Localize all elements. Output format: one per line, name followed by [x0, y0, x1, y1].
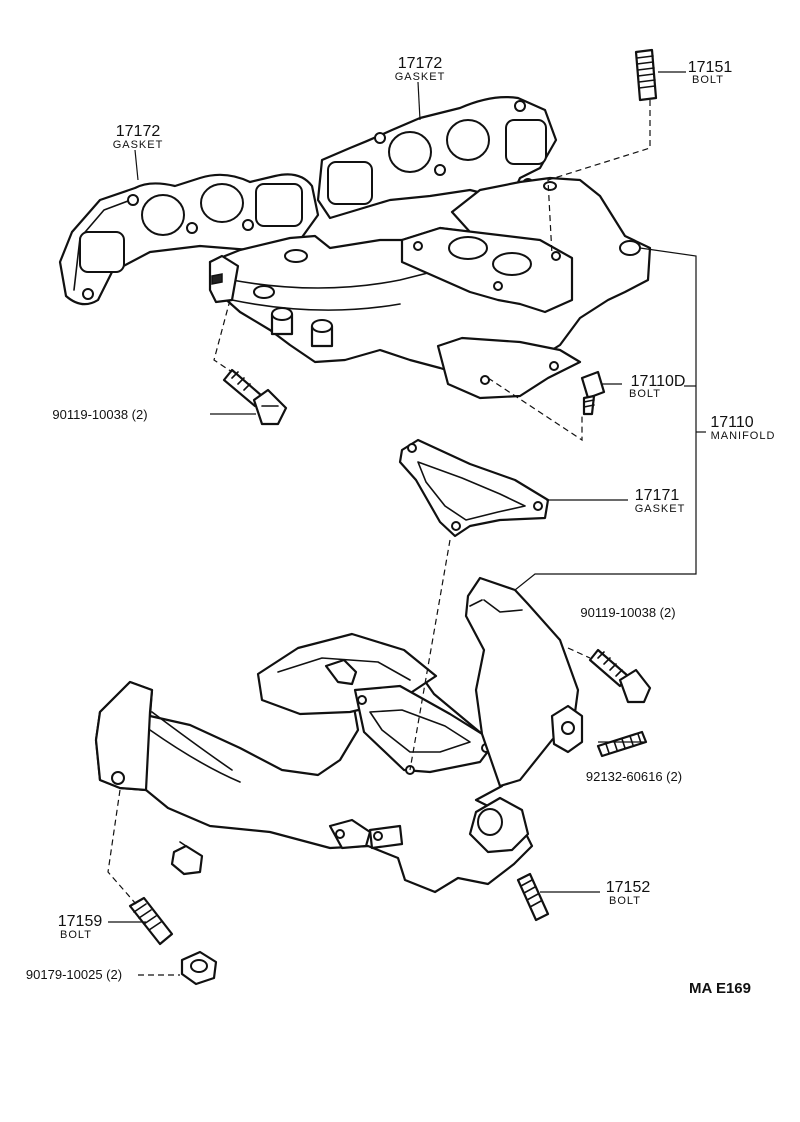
callout-stud-exhaust-right-number: 92132-60616 (2)	[586, 769, 682, 784]
stud-17152-drawing	[516, 872, 550, 922]
nut-bottom-drawing	[180, 950, 218, 986]
stud-exhaust-right-drawing	[596, 730, 648, 758]
callout-stud-17159-name: BOLT	[60, 929, 92, 941]
callout-stud-17159-number: 17159	[58, 913, 103, 930]
callout-bolt-intake-left-number: 90119-10038 (2)	[52, 407, 147, 422]
callout-bolt-exhaust-right-number: 90119-10038 (2)	[580, 605, 675, 620]
callout-stud-17159: 17159 BOLT	[58, 913, 103, 941]
callout-gasket-top-name: GASKET	[395, 71, 446, 83]
stud-top-drawing	[634, 48, 658, 102]
callout-manifold: 17110 MANIFOLD	[710, 414, 776, 442]
callout-bolt-exhaust-right: 90119-10038 (2)	[580, 605, 675, 620]
callout-gasket-left-number: 17172	[116, 123, 161, 140]
callout-stud-top-number: 17151	[688, 59, 733, 76]
callout-stud-17152: 17152 BOLT	[606, 879, 651, 907]
callout-gasket-left: 17172 GASKET	[113, 123, 164, 151]
callout-gasket-top-number: 17172	[398, 55, 443, 72]
gasket-left-drawing	[58, 173, 320, 306]
leader-lines	[108, 71, 706, 923]
stud-17159-drawing	[128, 896, 174, 946]
callout-manifold-name: MANIFOLD	[711, 430, 776, 442]
callout-bolt-intake-left: 90119-10038 (2)	[52, 407, 147, 422]
intake-manifold-drawing	[208, 176, 652, 400]
callout-manifold-number: 17110	[710, 414, 753, 431]
callout-nut-bottom-number: 90179-10025 (2)	[26, 967, 122, 982]
callout-bolt-17110d: 17110D BOLT	[629, 373, 685, 400]
callout-stud-top: 17151 BOLT	[688, 59, 733, 86]
gasket-middle-drawing	[398, 438, 550, 538]
exhaust-manifold-drawing	[94, 576, 584, 894]
bolt-intake-left-drawing	[222, 368, 288, 426]
callout-gasket-left-name: GASKET	[113, 139, 164, 151]
callout-stud-17152-name: BOLT	[609, 895, 641, 907]
callout-stud-17152-number: 17152	[606, 879, 651, 896]
diagram-code: MA E169	[689, 980, 751, 997]
callout-stud-exhaust-right: 92132-60616 (2)	[586, 769, 682, 784]
callout-stud-top-name: BOLT	[692, 74, 724, 86]
callout-gasket-top: 17172 GASKET	[395, 55, 446, 83]
callout-gasket-middle-number: 17171	[635, 487, 680, 504]
callout-gasket-middle-name: GASKET	[635, 503, 686, 515]
bolt-17110d-drawing	[580, 370, 606, 416]
callout-nut-bottom: 90179-10025 (2)	[26, 967, 122, 982]
callout-gasket-middle: 17171 GASKET	[635, 487, 686, 515]
callout-bolt-17110d-number: 17110D	[631, 373, 686, 390]
assembly-lines	[107, 100, 651, 976]
bolt-exhaust-right-drawing	[588, 648, 652, 704]
callout-bolt-17110d-name: BOLT	[629, 388, 661, 400]
